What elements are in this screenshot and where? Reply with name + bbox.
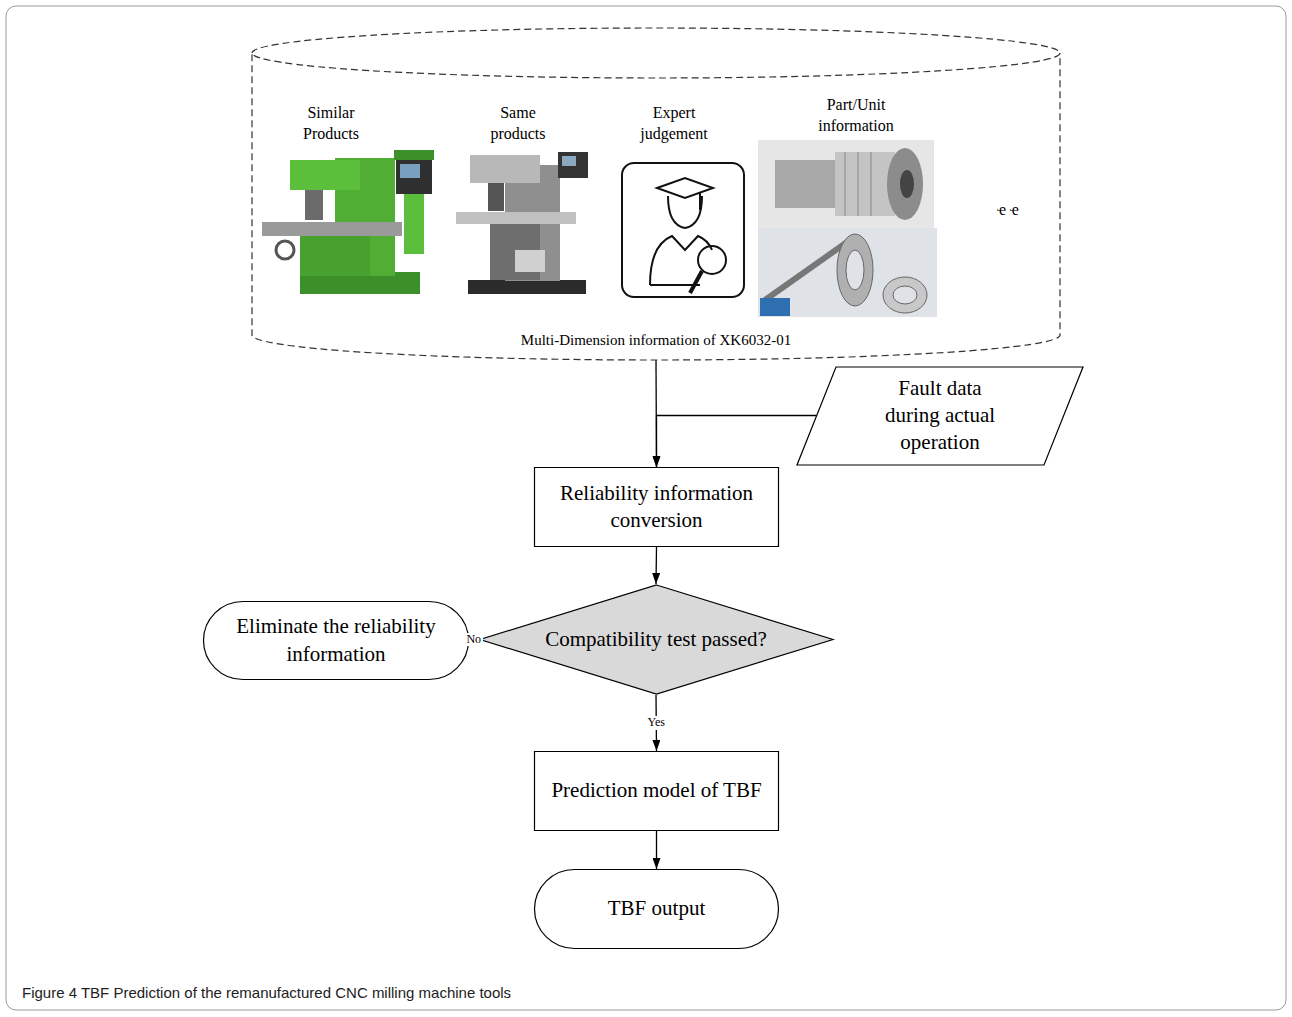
node-text: TBF output [608,895,705,922]
edge-label: No [464,633,483,646]
parallelogram-outline [797,367,1083,465]
connector-arrow [656,831,657,869]
node-text: Multi-Dimension information of XK6032-01 [521,331,791,351]
node-text: Prediction model of TBF [551,777,761,804]
item-label: Similar Products [286,103,376,145]
decision-diamond: Compatibility test passed? [479,584,834,695]
milling-machine-green [262,150,434,294]
item-label: Expert judgement [629,103,719,145]
item-label: Same products [473,103,563,145]
rounded-outline [535,870,779,949]
cylinder-outline [252,28,1060,360]
process-box: Prediction model of TBF [534,751,779,831]
figure-frame [6,6,1286,1010]
diamond-outline [480,585,833,694]
connector-arrow [655,547,657,584]
rect-outline [535,468,779,547]
terminal-box: Eliminate the reliability information [203,601,469,680]
terminal-box: TBF output [534,869,779,949]
edge-label: Yes [646,716,667,729]
information-cylinder-outline [252,28,1060,360]
item-label: ҽ ҽ [978,200,1038,221]
expert-icon [622,163,744,297]
node-text: Reliability information conversion [544,480,769,535]
process-box-outline [534,467,779,547]
node-text: Compatibility test passed? [545,626,767,653]
milling-machine-grey [456,152,588,294]
spindle-photo [758,140,934,228]
process-box: Reliability information conversion [534,467,779,547]
information-cylinder: Multi-Dimension information of XK6032-01 [252,28,1060,360]
item-label: Part/Unit information [806,95,906,137]
data-input: Fault data during actual operation [797,367,1083,465]
rect-outline [535,752,779,831]
terminal-box-outline [203,601,469,680]
connector-arrow [657,416,817,468]
figure-caption: Figure 4 TBF Prediction of the remanufac… [22,984,511,1001]
bearing-photo [758,228,937,317]
rounded-outline [204,602,469,680]
node-text: Eliminate the reliability information [218,613,454,668]
node-text: Fault data during actual operation [873,375,1008,457]
